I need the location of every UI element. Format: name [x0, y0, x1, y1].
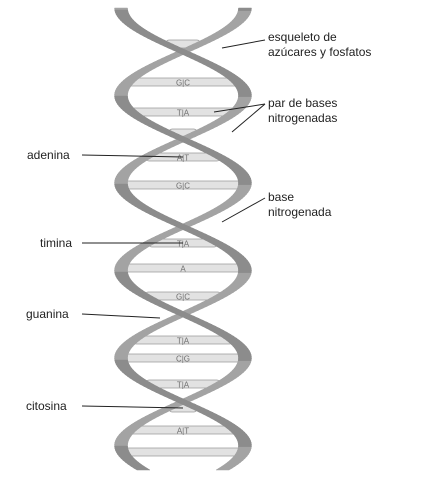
label-thymine: timina	[40, 236, 73, 250]
base-pair-letters: A|T	[177, 154, 189, 163]
base-pair-letters: T|A	[177, 109, 190, 118]
backbone-segment	[238, 181, 252, 185]
base-pair-rung	[122, 447, 244, 457]
leader-line	[231, 103, 266, 133]
leader-line	[81, 154, 184, 158]
sugar-phosphate-backbone	[114, 7, 252, 471]
base-pair-letters: T|A	[177, 337, 190, 346]
label-base-pair-line2: nitrogenadas	[268, 111, 338, 125]
base-pair-letters: C|G	[176, 355, 190, 364]
backbone-segment	[215, 467, 234, 471]
base-pair-letters: G|C	[176, 293, 190, 302]
leader-lines	[81, 39, 266, 409]
leader-line	[81, 313, 161, 319]
backbone-segment	[238, 443, 252, 447]
label-backbone-line1: esqueleto de	[268, 30, 337, 44]
label-cytosine: citosina	[26, 399, 67, 413]
label-backbone-line2: azúcares y fosfatos	[268, 45, 372, 59]
leader-line	[213, 103, 266, 113]
base-pair-letters: G|C	[176, 79, 190, 88]
leader-line	[221, 197, 266, 223]
backbone-segment	[237, 357, 252, 361]
base-pair-letters: A	[180, 265, 186, 274]
label-base-pair-line1: par de bases	[268, 96, 338, 110]
backbone-segment	[132, 467, 151, 471]
leader-line	[221, 39, 266, 49]
label-adenine: adenina	[27, 148, 70, 162]
base-pair-letters: T|A	[177, 381, 190, 390]
backbone-segment	[237, 7, 252, 11]
backbone-segment	[238, 269, 252, 273]
label-base-line1: base	[268, 190, 295, 204]
label-guanine: guanina	[26, 307, 69, 321]
backbone-segment	[238, 93, 252, 97]
base-pair-letters: G|C	[176, 182, 190, 191]
base-pair-letters: A|T	[177, 427, 189, 436]
label-base-line2: nitrogenada	[268, 205, 332, 219]
base-pair-letters: T|A	[177, 240, 190, 249]
leader-line	[81, 405, 184, 409]
